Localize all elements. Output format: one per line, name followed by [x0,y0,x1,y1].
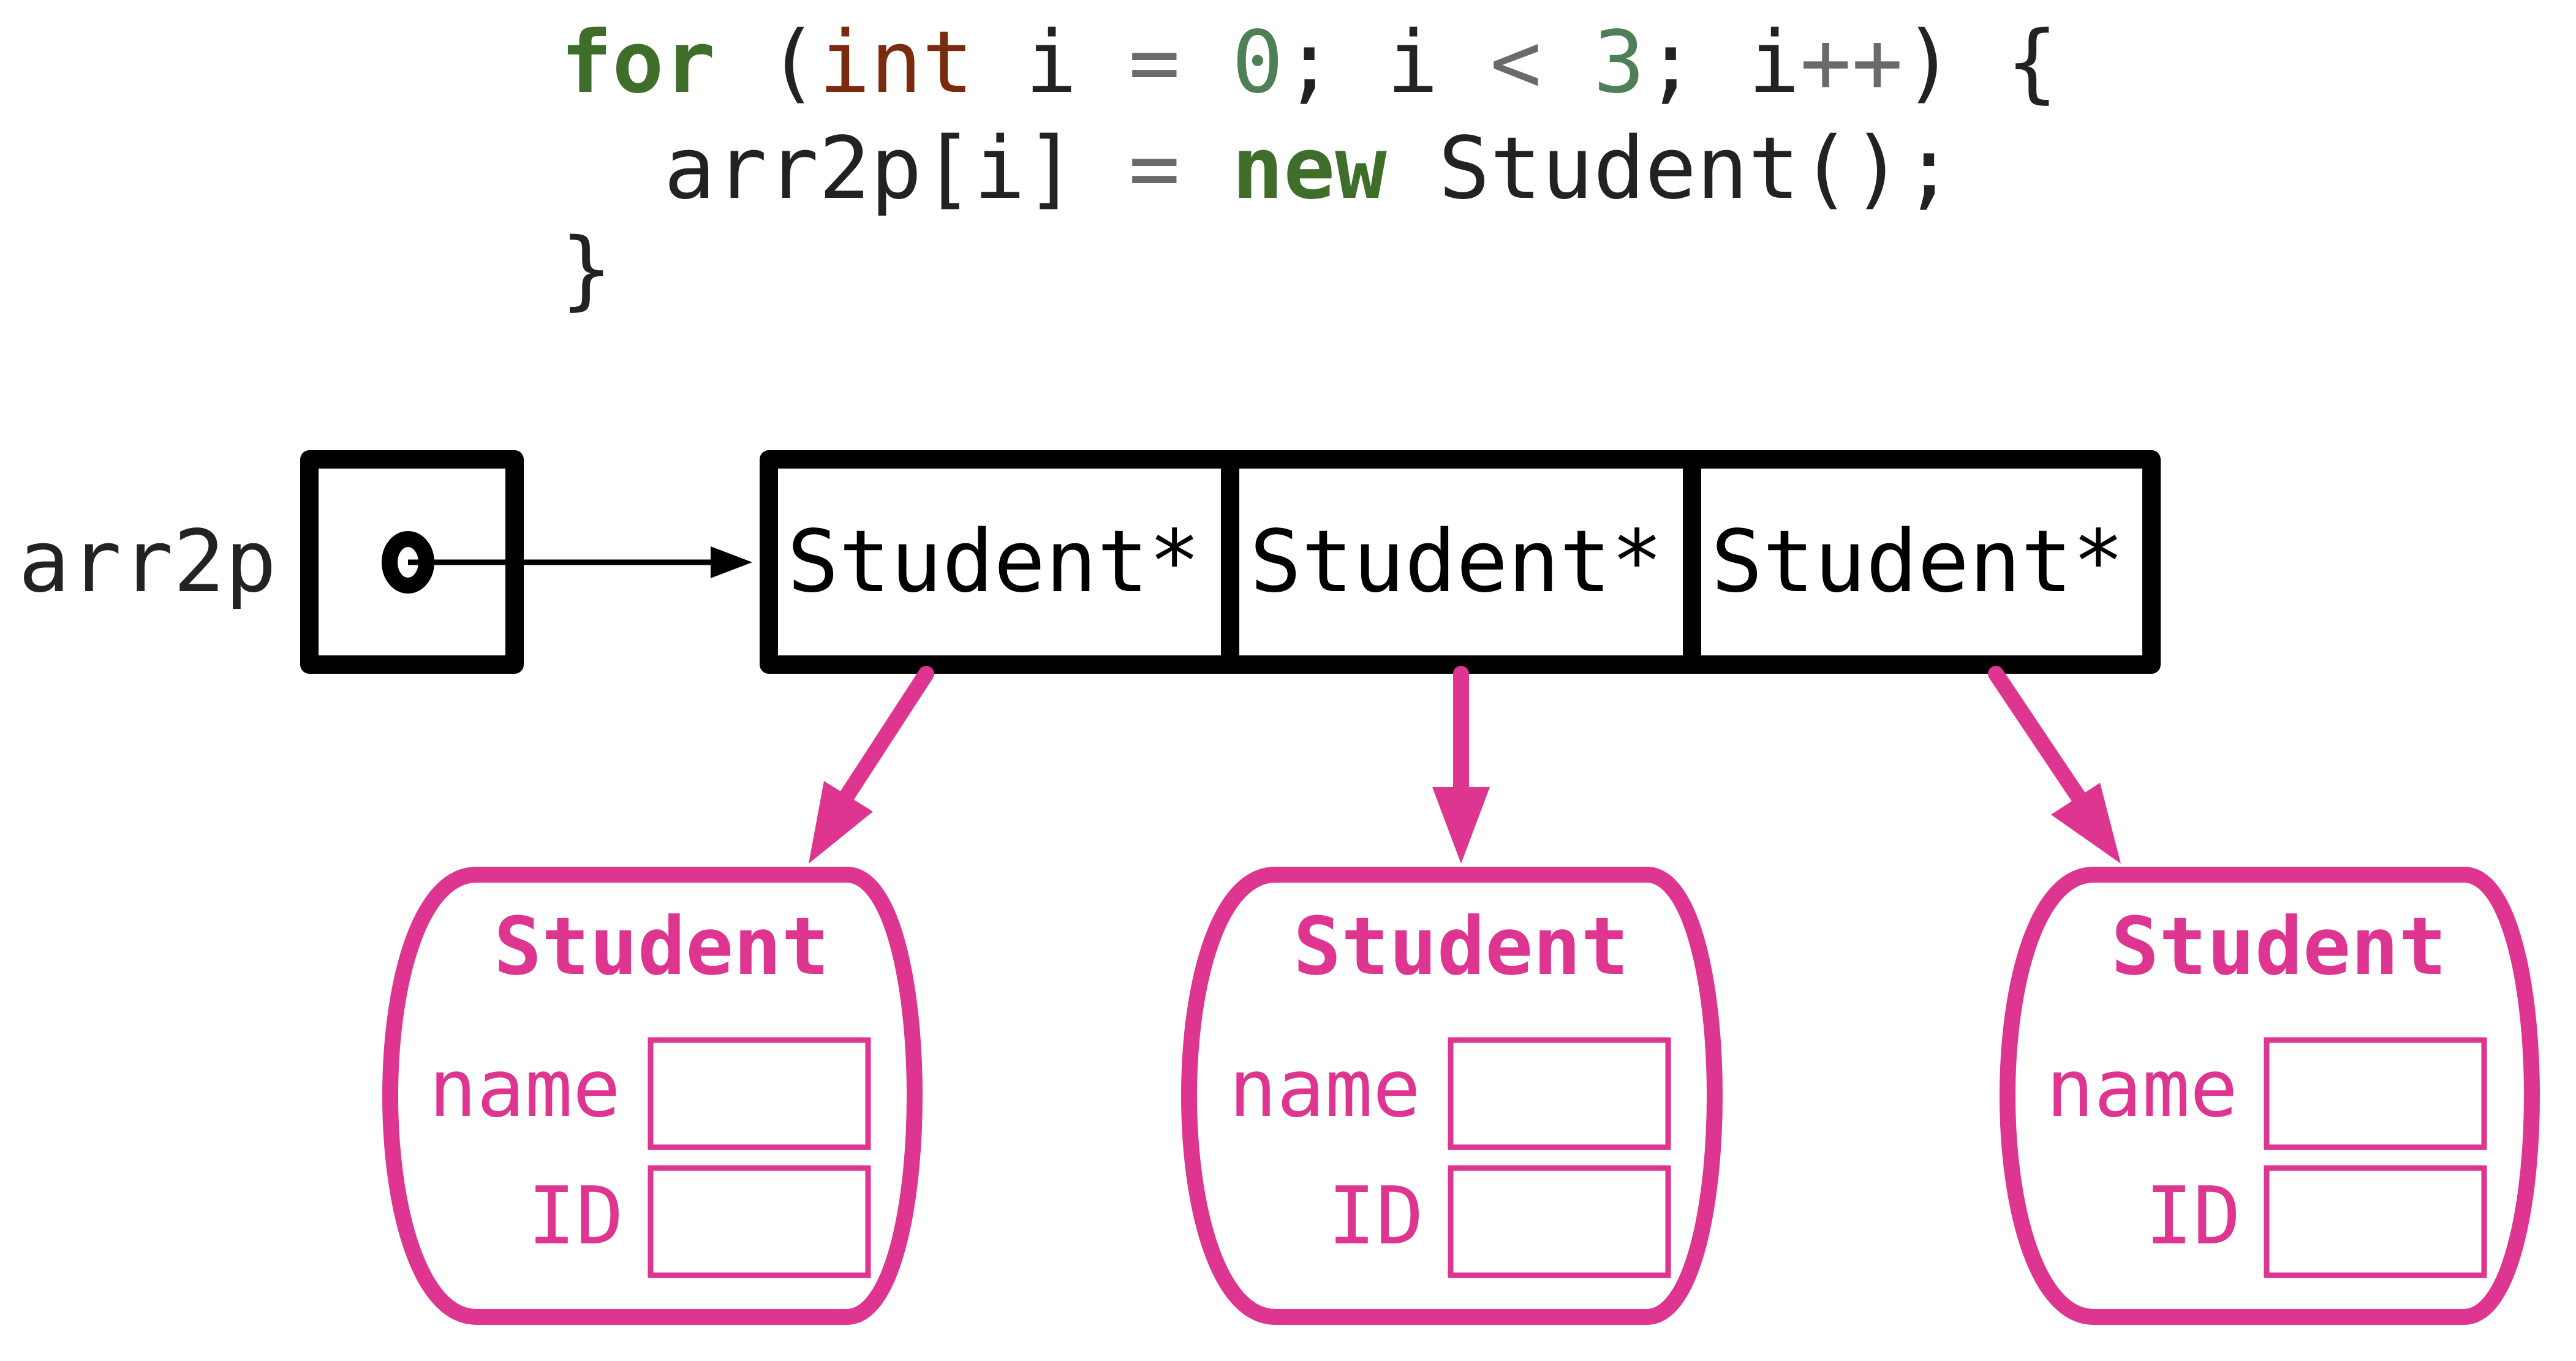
heap-arrows [809,666,2121,864]
field-label-name: name [1229,1042,1421,1135]
pointer-label: arr2p [18,512,276,612]
field-box-id [2264,1165,2487,1278]
array-cell-0: Student* [787,512,1200,612]
code-token: i [973,13,1128,113]
code-token: ( [716,13,819,113]
student-object-2: Student name ID [2000,867,2540,1325]
operator-assign: = [1128,13,1180,113]
code-token: ; i [1645,13,1800,113]
field-box-id [1448,1165,1671,1278]
code-line-1: for (int i = 0; i < 3; i++) { [561,13,2058,113]
type-int: int [818,13,973,113]
field-box-id [648,1165,871,1278]
field-label-id: ID [2145,1169,2241,1262]
student-title: Student [2111,900,2447,993]
student-object-1: Student name ID [1181,867,1723,1325]
number-zero: 0 [1180,13,1284,113]
heap-arrowhead-0 [809,781,873,864]
heap-arrow-2-line [1988,666,2086,804]
field-label-id: ID [527,1169,624,1262]
field-label-name: name [2046,1042,2238,1135]
code-block: for (int i = 0; i < 3; i++) { arr2p[i] =… [561,13,2058,320]
student-title: Student [494,900,829,993]
heap-arrowhead-1 [1432,787,1490,864]
pointer-array: Student* Student* Student* [760,450,2161,674]
code-line-2: arr2p[i] = new Student(); [561,119,1955,219]
operator-assign: = [1128,119,1180,219]
student-shape [382,867,923,1325]
field-label-name: name [429,1042,621,1135]
heap-arrow-0-line [839,666,934,804]
pointer-arrowhead [711,546,752,578]
array-cell-1: Student* [1250,512,1663,612]
student-object-0: Student name ID [382,867,923,1325]
student-shape [2000,867,2540,1325]
heap-arrowhead-2 [2051,783,2121,864]
number-three: 3 [1542,13,1645,113]
keyword-for: for [561,13,716,113]
field-box-name [2264,1037,2487,1150]
code-token: arr2p[i] [561,119,1128,219]
code-token: ; i [1283,13,1490,113]
student-title: Student [1293,900,1629,993]
operator-less-than: < [1490,13,1541,113]
array-cell-2: Student* [1711,512,2124,612]
field-box-name [648,1037,871,1150]
field-box-name [1448,1037,1671,1150]
operator-increment: ++ [1800,13,1903,113]
field-label-id: ID [1328,1169,1424,1262]
array-outline [760,450,2161,674]
code-line-3: } [561,220,612,320]
student-shape [1181,867,1723,1325]
keyword-new: new [1180,119,1387,219]
code-token: ) { [1903,13,2058,113]
code-token: Student(); [1387,119,1955,219]
